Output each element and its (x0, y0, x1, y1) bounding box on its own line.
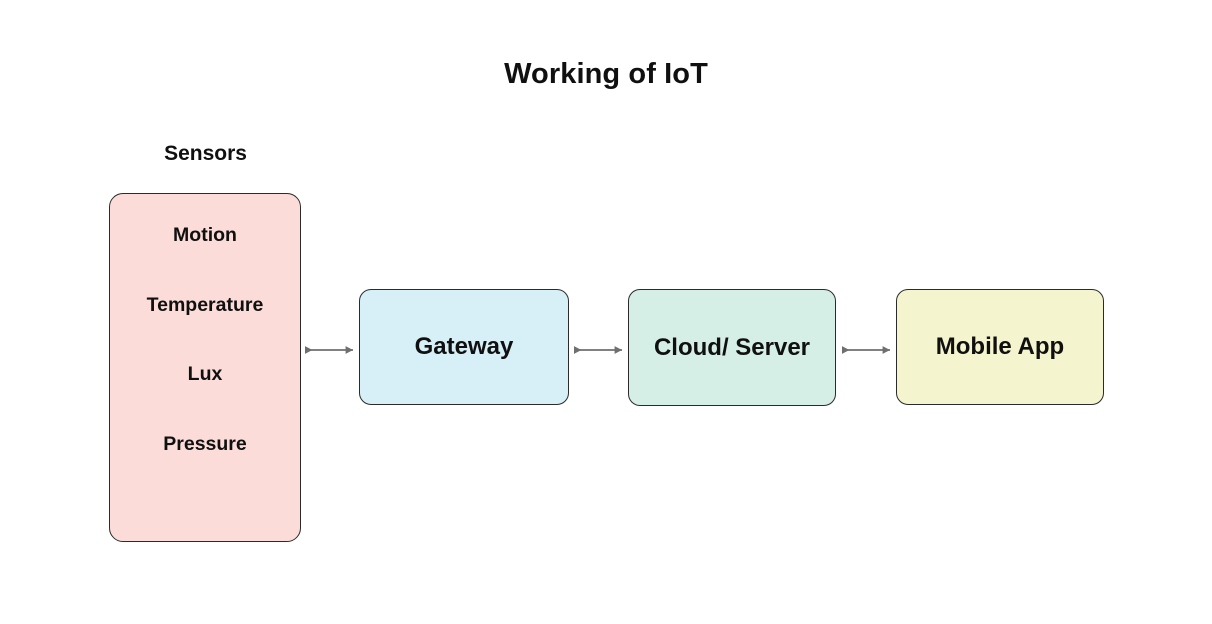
node-cloud-server-label: Cloud/ Server (653, 333, 811, 361)
node-mobile-app[interactable]: Mobile App (896, 289, 1104, 405)
sensor-item-pressure: Pressure (163, 432, 247, 455)
node-gateway[interactable]: Gateway (359, 289, 569, 405)
sensor-item-motion: Motion (173, 224, 237, 246)
sensors-group-label: Sensors (164, 142, 247, 165)
connector-cloud-mobile (833, 330, 899, 370)
node-cloud-server[interactable]: Cloud/ Server (628, 289, 836, 406)
node-sensors[interactable]: Motion Temperature Lux Pressure (109, 193, 301, 542)
page-title: Working of IoT (504, 58, 708, 90)
node-mobile-app-label: Mobile App (935, 333, 1065, 360)
sensor-item-lux: Lux (187, 363, 223, 385)
node-gateway-label: Gateway (414, 333, 514, 360)
connector-sensors-gateway (296, 330, 362, 370)
connector-gateway-cloud (565, 330, 631, 370)
sensor-item-temperature: Temperature (146, 293, 264, 316)
